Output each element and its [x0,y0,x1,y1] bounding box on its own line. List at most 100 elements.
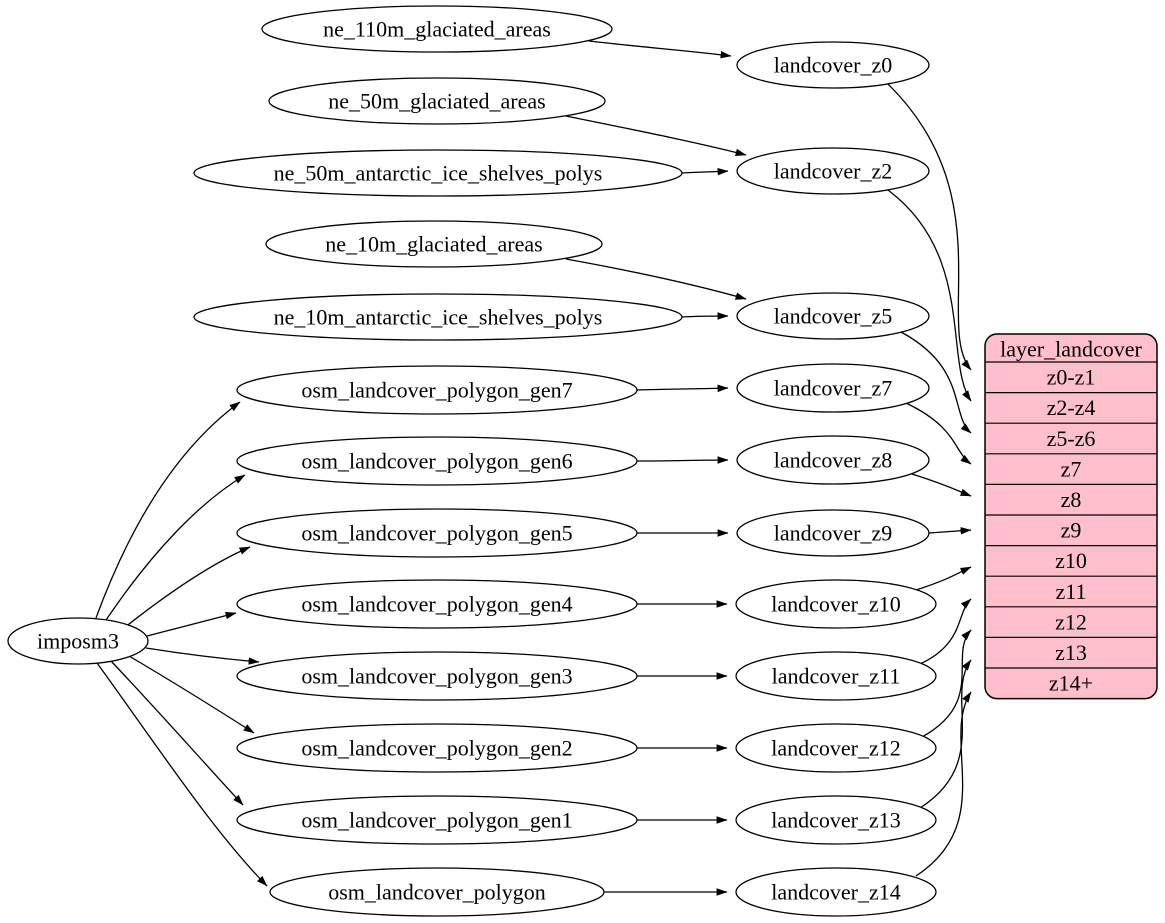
node-osm_landcover_polygon_gen1: osm_landcover_polygon_gen1 [236,795,638,845]
edge-imposm3-to-osm_landcover_polygon_gen4 [146,611,237,637]
edge-landcover_z5-to-layer_landcover-z5-z6 [900,331,972,434]
node-shape-ne_50m_antarctic_ice_shelves_polys [193,149,683,197]
node-label-ne_50m_glaciated_areas: ne_50m_glaciated_areas [328,88,545,113]
node-landcover_z2: landcover_z2 [736,147,930,195]
record-row-z2-z4: z2-z4 [1047,395,1096,420]
node-osm_landcover_polygon_gen6: osm_landcover_polygon_gen6 [236,436,638,486]
node-shape-osm_landcover_polygon_gen1 [236,795,638,845]
edge-imposm3-to-osm_landcover_polygon_gen1 [110,660,244,806]
node-label-imposm3: imposm3 [37,628,119,653]
node-shape-landcover_z13 [735,795,937,845]
node-landcover_z5: landcover_z5 [736,292,930,340]
node-label-landcover_z13: landcover_z13 [771,807,901,832]
node-ne_110m_glaciated_areas: ne_110m_glaciated_areas [261,5,613,53]
node-osm_landcover_polygon_gen4: osm_landcover_polygon_gen4 [236,579,638,629]
node-label-osm_landcover_polygon: osm_landcover_polygon [328,879,546,904]
node-label-landcover_z0: landcover_z0 [774,52,893,77]
node-label-landcover_z2: landcover_z2 [774,158,893,183]
record-row-z12: z12 [1055,609,1087,634]
node-landcover_z0: landcover_z0 [736,41,930,89]
node-label-landcover_z5: landcover_z5 [774,303,893,328]
node-osm_landcover_polygon_gen2: osm_landcover_polygon_gen2 [236,723,638,773]
node-ne_50m_antarctic_ice_shelves_polys: ne_50m_antarctic_ice_shelves_polys [193,149,683,197]
node-label-osm_landcover_polygon_gen6: osm_landcover_polygon_gen6 [301,448,572,473]
edge-imposm3-to-osm_landcover_polygon_gen5 [123,546,251,629]
node-landcover_z12: landcover_z12 [735,723,937,773]
edge-landcover_z2-to-layer_landcover-z2-z4 [887,189,972,402]
node-shape-landcover_z12 [735,723,937,773]
node-shape-ne_10m_antarctic_ice_shelves_polys [193,293,683,341]
node-landcover_z8: landcover_z8 [736,435,930,485]
edge-imposm3-to-osm_landcover_polygon_gen6 [105,474,246,621]
node-shape-osm_landcover_polygon_gen2 [236,723,638,773]
edge-imposm3-to-osm_landcover_polygon_gen2 [128,655,255,734]
node-shape-osm_landcover_polygon_gen3 [236,651,638,701]
node-osm_landcover_polygon_gen7: osm_landcover_polygon_gen7 [236,365,638,415]
node-label-landcover_z10: landcover_z10 [771,591,901,616]
node-shape-ne_10m_glaciated_areas [265,220,603,268]
node-shape-landcover_z0 [736,41,930,89]
node-shape-landcover_z8 [736,435,930,485]
edge-ne_110m_glaciated_areas-to-landcover_z0 [588,40,732,59]
node-shape-osm_landcover_polygon_gen4 [236,579,638,629]
edge-imposm3-to-osm_landcover_polygon_gen3 [145,647,260,665]
edge-landcover_z12-to-layer_landcover-z12 [921,629,972,738]
node-label-landcover_z8: landcover_z8 [774,447,893,472]
node-imposm3: imposm3 [7,617,149,665]
node-landcover_z14: landcover_z14 [735,867,937,917]
record-row-z5-z6: z5-z6 [1047,426,1096,451]
edge-ne_10m_glaciated_areas-to-landcover_z5 [565,258,747,300]
node-shape-landcover_z7 [736,363,930,413]
node-osm_landcover_polygon_gen3: osm_landcover_polygon_gen3 [236,651,638,701]
node-landcover_z13: landcover_z13 [735,795,937,845]
node-label-landcover_z7: landcover_z7 [774,375,893,400]
node-shape-osm_landcover_polygon [269,867,605,917]
record-layer: layer_landcoverz0-z1z2-z4z5-z6z7z8z9z10z… [984,333,1158,700]
node-label-landcover_z14: landcover_z14 [771,879,901,904]
edge-landcover_z10-to-layer_landcover-z10 [915,566,972,591]
node-osm_landcover_polygon_gen5: osm_landcover_polygon_gen5 [236,508,638,558]
record-row-z0-z1: z0-z1 [1047,365,1096,390]
edge-landcover_z13-to-layer_landcover-z13 [919,659,972,809]
node-landcover_z11: landcover_z11 [735,651,937,701]
edge-imposm3-to-osm_landcover_polygon_gen7 [95,401,241,619]
edge-osm_landcover_polygon_gen7-to-landcover_z7 [636,384,729,393]
node-ne_10m_antarctic_ice_shelves_polys: ne_10m_antarctic_ice_shelves_polys [193,293,683,341]
record-row-z10: z10 [1055,548,1087,573]
node-shape-landcover_z9 [736,509,930,557]
node-shape-ne_50m_glaciated_areas [268,77,606,125]
record-row-z7: z7 [1061,456,1082,481]
record-title: layer_landcover [1000,336,1142,361]
edge-landcover_z7-to-layer_landcover-z7 [905,402,972,465]
edge-landcover_z8-to-layer_landcover-z8 [911,473,972,497]
node-shape-landcover_z14 [735,867,937,917]
node-shape-osm_landcover_polygon_gen6 [236,436,638,486]
record-layer_landcover: layer_landcoverz0-z1z2-z4z5-z6z7z8z9z10z… [984,333,1158,700]
node-label-ne_50m_antarctic_ice_shelves_polys: ne_50m_antarctic_ice_shelves_polys [274,160,603,185]
record-box [984,333,1158,700]
nodes-layer: imposm3 ne_110m_glaciated_areas ne_50m_gla… [7,5,937,917]
node-label-osm_landcover_polygon_gen7: osm_landcover_polygon_gen7 [301,377,572,402]
node-label-landcover_z11: landcover_z11 [772,663,901,688]
record-row-z14+: z14+ [1049,671,1093,696]
node-shape-landcover_z11 [735,651,937,701]
node-label-landcover_z12: landcover_z12 [771,735,901,760]
edge-imposm3-to-osm_landcover_polygon [96,662,268,887]
node-label-osm_landcover_polygon_gen2: osm_landcover_polygon_gen2 [301,735,572,760]
node-shape-landcover_z10 [735,579,937,629]
record-row-z11: z11 [1056,579,1087,604]
edge-landcover_z14-to-layer_landcover-z14+ [915,691,972,877]
edge-landcover_z9-to-layer_landcover-z9 [928,527,972,535]
node-ne_50m_glaciated_areas: ne_50m_glaciated_areas [268,77,606,125]
node-osm_landcover_polygon: osm_landcover_polygon [269,867,605,917]
edge-ne_50m_antarctic_ice_shelves_polys-to-landcover_z2 [681,167,729,176]
node-shape-osm_landcover_polygon_gen5 [236,508,638,558]
edge-ne_10m_antarctic_ice_shelves_polys-to-landcover_z5 [681,312,729,320]
node-label-osm_landcover_polygon_gen1: osm_landcover_polygon_gen1 [301,807,572,832]
edge-landcover_z11-to-layer_landcover-z11 [919,598,972,665]
edge-ne_50m_glaciated_areas-to-landcover_z2 [565,115,747,156]
record-row-z13: z13 [1055,640,1087,665]
edge-osm_landcover_polygon_gen6-to-landcover_z8 [636,456,729,464]
